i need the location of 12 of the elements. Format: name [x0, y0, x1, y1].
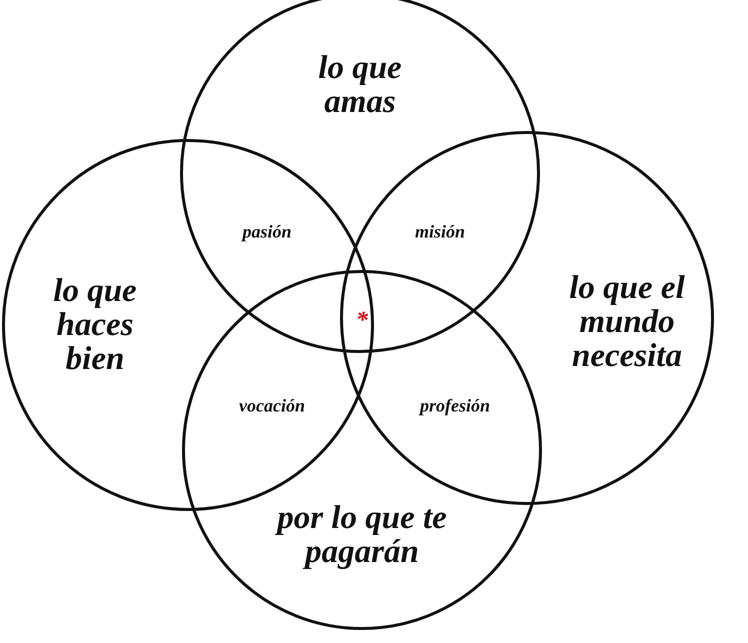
circle-label: por lo que te pagarán	[274, 501, 448, 569]
overlap-label: vocación	[239, 396, 305, 416]
circle-label: lo que amas	[317, 51, 403, 119]
asterisk-mark: *	[356, 308, 368, 334]
overlap-label: profesión	[420, 396, 490, 416]
circle-label: lo que haces bien	[52, 274, 138, 376]
overlap-label: misión	[414, 222, 466, 242]
circle	[340, 131, 714, 505]
circle-label: lo que el mundo necesita	[568, 271, 686, 373]
circle	[180, 0, 540, 353]
overlap-label: pasión	[242, 222, 292, 242]
circle	[182, 270, 542, 630]
